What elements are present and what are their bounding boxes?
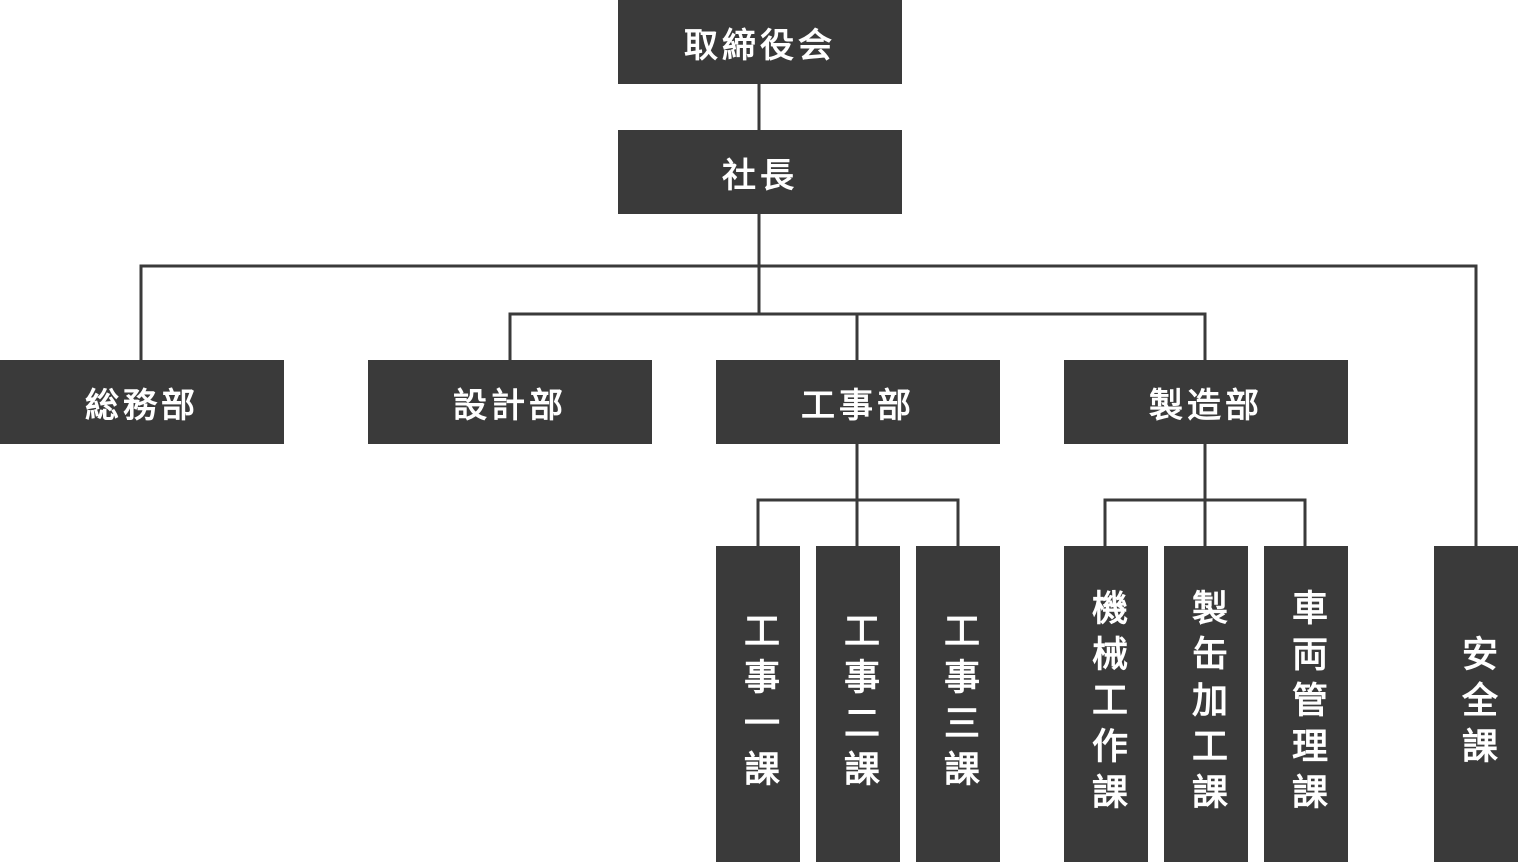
connector-outer-bus	[139, 264, 1478, 546]
manufacturing-section-3-label: 車両管理課	[1286, 589, 1327, 819]
manufacturing-section-3-box: 車両管理課	[1264, 546, 1348, 862]
president-box: 社長	[618, 130, 902, 214]
manufacturing-box: 製造部	[1064, 360, 1348, 444]
manufacturing-section-1-label: 機械工作課	[1086, 589, 1127, 819]
president-label: 社長	[722, 155, 798, 196]
manufacturing-section-1-box: 機械工作課	[1064, 546, 1148, 862]
design-label: 設計部	[453, 385, 567, 426]
manufacturing-label: 製造部	[1149, 385, 1263, 426]
construction-section-3-label: 工事三課	[938, 612, 979, 796]
general-affairs-box: 総務部	[0, 360, 284, 444]
connector-construction-bus	[756, 498, 960, 546]
board-label: 取締役会	[684, 25, 836, 66]
manufacturing-section-2-box: 製缶加工課	[1164, 546, 1248, 862]
manufacturing-section-2-label: 製缶加工課	[1186, 589, 1227, 819]
safety-section-label: 安全課	[1456, 635, 1497, 773]
construction-section-1-box: 工事一課	[716, 546, 800, 862]
construction-box: 工事部	[716, 360, 1000, 444]
connector-manufacturing-bus	[1103, 498, 1307, 546]
construction-section-3-box: 工事三課	[916, 546, 1000, 862]
safety-section-box: 安全課	[1434, 546, 1518, 862]
board-box: 取締役会	[618, 0, 902, 84]
general-affairs-label: 総務部	[85, 385, 199, 426]
construction-section-2-box: 工事二課	[816, 546, 900, 862]
design-box: 設計部	[368, 360, 652, 444]
construction-section-2-label: 工事二課	[838, 612, 879, 796]
construction-label: 工事部	[801, 385, 915, 426]
construction-section-1-label: 工事一課	[738, 612, 779, 796]
